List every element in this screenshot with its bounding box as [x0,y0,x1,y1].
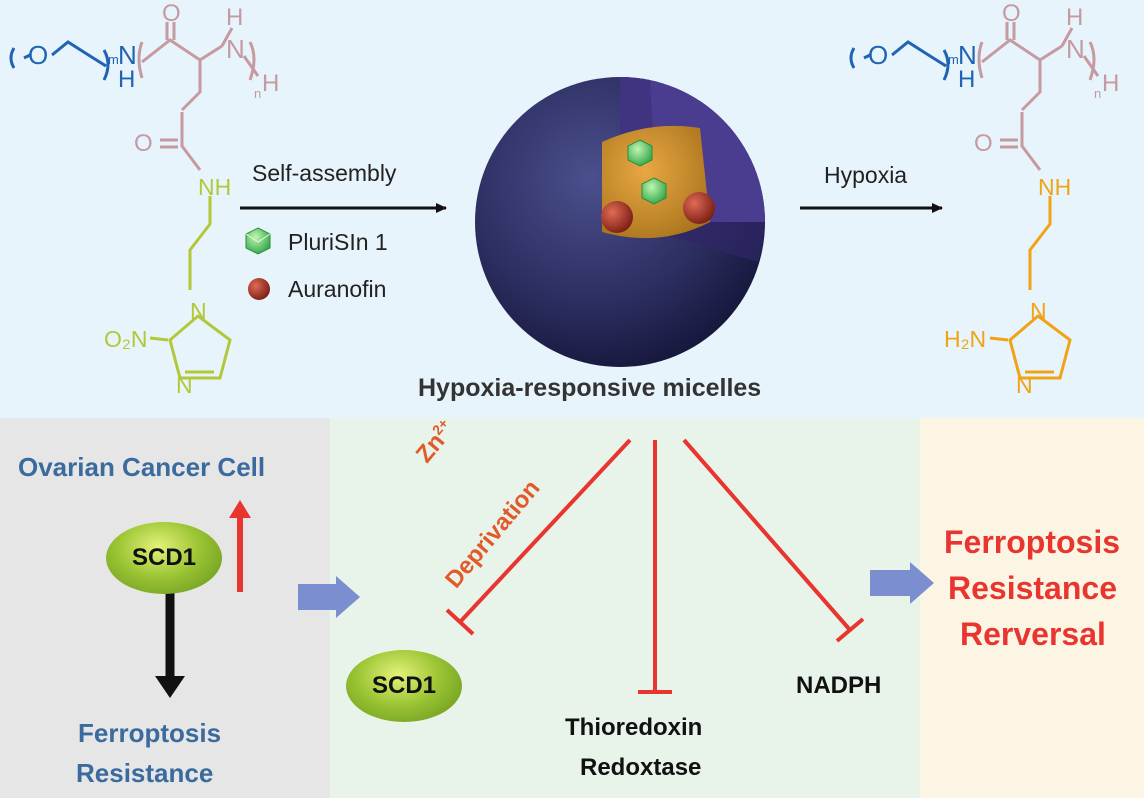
block-arrow-left [298,576,360,618]
left-n-label: N [118,40,137,70]
legend-pluri-label: PluriSIn 1 [288,229,388,255]
right-structure [849,22,1100,380]
right-amino-label: H₂N [944,326,987,352]
right-o-label: O [868,40,889,70]
right-carbonyl2-o: O [974,130,993,157]
right-h-label: H [958,66,976,93]
scd1-middle-label: SCD1 [371,672,437,699]
block-arrow-right [870,562,934,604]
resistance-label: Resistance [76,758,214,788]
left-structure [9,22,260,380]
legend-auranofin-label: Auranofin [288,276,387,302]
right-panel [920,418,1144,798]
micelle-sphere-icon [475,76,765,367]
left-ring-n1: N [190,298,207,324]
nadph-label: NADPH [796,672,882,699]
reversal-line2: Resistance [948,570,1117,606]
left-n-sub: n [254,86,262,101]
scd1-left-label: SCD1 [131,544,197,571]
reversal-line3: Rerversal [960,616,1106,652]
thioredoxin-label: Thioredoxin [565,714,703,741]
left-amide-nh: NH [198,174,232,200]
auranofin-ball-icon [248,278,270,300]
right-nh-h: H [1066,4,1084,31]
inhibition-lines [445,438,865,694]
right-amide-nh: NH [1038,174,1072,200]
right-n-label: N [958,40,977,70]
right-nh-n: N [1066,34,1085,64]
left-o-label: O [28,40,49,70]
left-carbonyl2-o: O [134,130,153,157]
right-n-sub: n [1094,86,1102,101]
right-ring-n2: N [1016,372,1033,398]
right-m-label: m [948,52,959,67]
redoxtase-label: Redoxtase [580,754,702,781]
scd1-ellipse-middle: SCD1 [346,650,462,722]
left-terminal-h: H [262,70,280,97]
scd1-ellipse-left: SCD1 [106,522,222,594]
left-h-label: H [118,66,136,93]
ovarian-cell-title: Ovarian Cancer Cell [18,452,266,482]
hypoxia-label: Hypoxia [824,162,908,188]
right-ring-n1: N [1030,298,1047,324]
left-ring-n2: N [176,372,193,398]
right-terminal-h: H [1102,70,1120,97]
left-m-label: m [108,52,119,67]
right-carbonyl-o: O [1002,0,1021,27]
ferroptosis-label: Ferroptosis [78,718,222,748]
left-panel [0,418,330,798]
micelles-caption: Hypoxia-responsive micelles [418,374,762,402]
reversal-line1: Ferroptosis [944,524,1121,560]
middle-panel [330,418,920,798]
left-nh-n: N [226,34,245,64]
left-nitro-label: O₂N [104,326,148,352]
left-carbonyl-o: O [162,0,181,27]
self-assembly-label: Self-assembly [252,160,397,186]
pluri-gem-icon [245,227,271,255]
left-nh-h: H [226,4,244,31]
